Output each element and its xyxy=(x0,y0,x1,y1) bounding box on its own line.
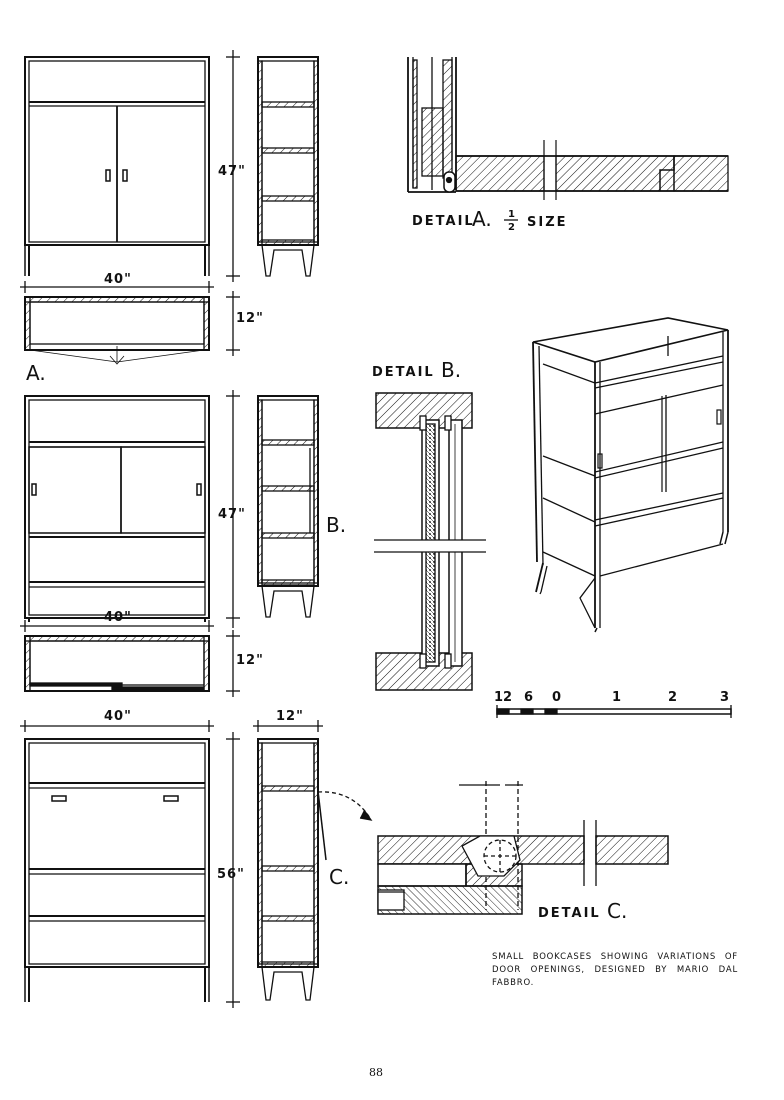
detail-b-letter: B. xyxy=(441,358,461,382)
cabinet-b-width-dimension xyxy=(20,620,214,632)
scale-bar xyxy=(496,705,732,718)
detail-c-word: DETAIL xyxy=(538,906,601,921)
cabinet-a-depth-dimension xyxy=(226,291,240,356)
detail-c-letter: C. xyxy=(607,899,627,923)
scale-tick-label: 12 xyxy=(494,690,512,705)
cabinet-a-width-label: 40" xyxy=(104,272,132,287)
page-number: 88 xyxy=(369,1066,383,1079)
cabinet-b-width-label: 40" xyxy=(104,610,132,625)
cabinet-b-depth-dimension xyxy=(226,630,240,697)
figure-caption: SMALL BOOKCASES SHOWING VARIATIONS OF DO… xyxy=(492,952,738,988)
cabinet-b-side xyxy=(257,395,319,618)
detail-a-section xyxy=(407,57,729,200)
cabinet-a-height-dimension xyxy=(226,50,240,282)
cabinet-c-label: C. xyxy=(329,865,349,889)
cabinet-c-depth-dimension xyxy=(253,720,323,732)
cabinet-a-plan xyxy=(24,296,210,365)
detail-b-word: DETAIL xyxy=(372,365,435,380)
cabinet-a-depth-label: 12" xyxy=(236,311,264,326)
cabinet-c-depth-label: 12" xyxy=(276,709,304,724)
cabinet-b-plan xyxy=(24,635,210,692)
cabinet-b-label: B. xyxy=(326,513,346,537)
scale-tick-label: 1 xyxy=(612,690,621,705)
detail-a-fraction-numerator: 1 xyxy=(508,209,515,220)
cabinet-c-front xyxy=(24,738,210,1002)
bookcase-perspective xyxy=(532,317,729,633)
cabinet-b-depth-label: 12" xyxy=(236,653,264,668)
scale-tick-label: 2 xyxy=(668,690,677,705)
detail-a-letter: A. xyxy=(472,207,492,231)
cabinet-c-height-label: 56" xyxy=(217,867,245,882)
scale-tick-label: 6 xyxy=(524,690,533,705)
scale-tick-label: 3 xyxy=(720,690,729,705)
cabinet-a-front xyxy=(24,56,210,276)
cabinet-b-height-label: 47" xyxy=(218,507,246,522)
cabinet-c-width-label: 40" xyxy=(104,709,132,724)
detail-a-fraction-denominator: 2 xyxy=(508,222,515,233)
scale-tick-label: 0 xyxy=(552,690,561,705)
cabinet-c-width-dimension xyxy=(20,720,214,732)
cabinet-a-height-label: 47" xyxy=(218,164,246,179)
detail-a-suffix: SIZE xyxy=(527,215,568,230)
detail-c-section xyxy=(377,781,669,915)
cabinet-a-width-dimension xyxy=(20,281,214,293)
cabinet-b-height-dimension xyxy=(226,390,240,628)
cabinet-a-label: A. xyxy=(26,361,46,385)
cabinet-a-side xyxy=(257,56,319,277)
detail-b-section xyxy=(370,392,486,691)
cabinet-b-front xyxy=(24,395,210,622)
cabinet-c-side xyxy=(257,738,373,1001)
cabinet-c-height-dimension xyxy=(226,732,240,1008)
detail-a-word: DETAIL xyxy=(412,214,475,229)
